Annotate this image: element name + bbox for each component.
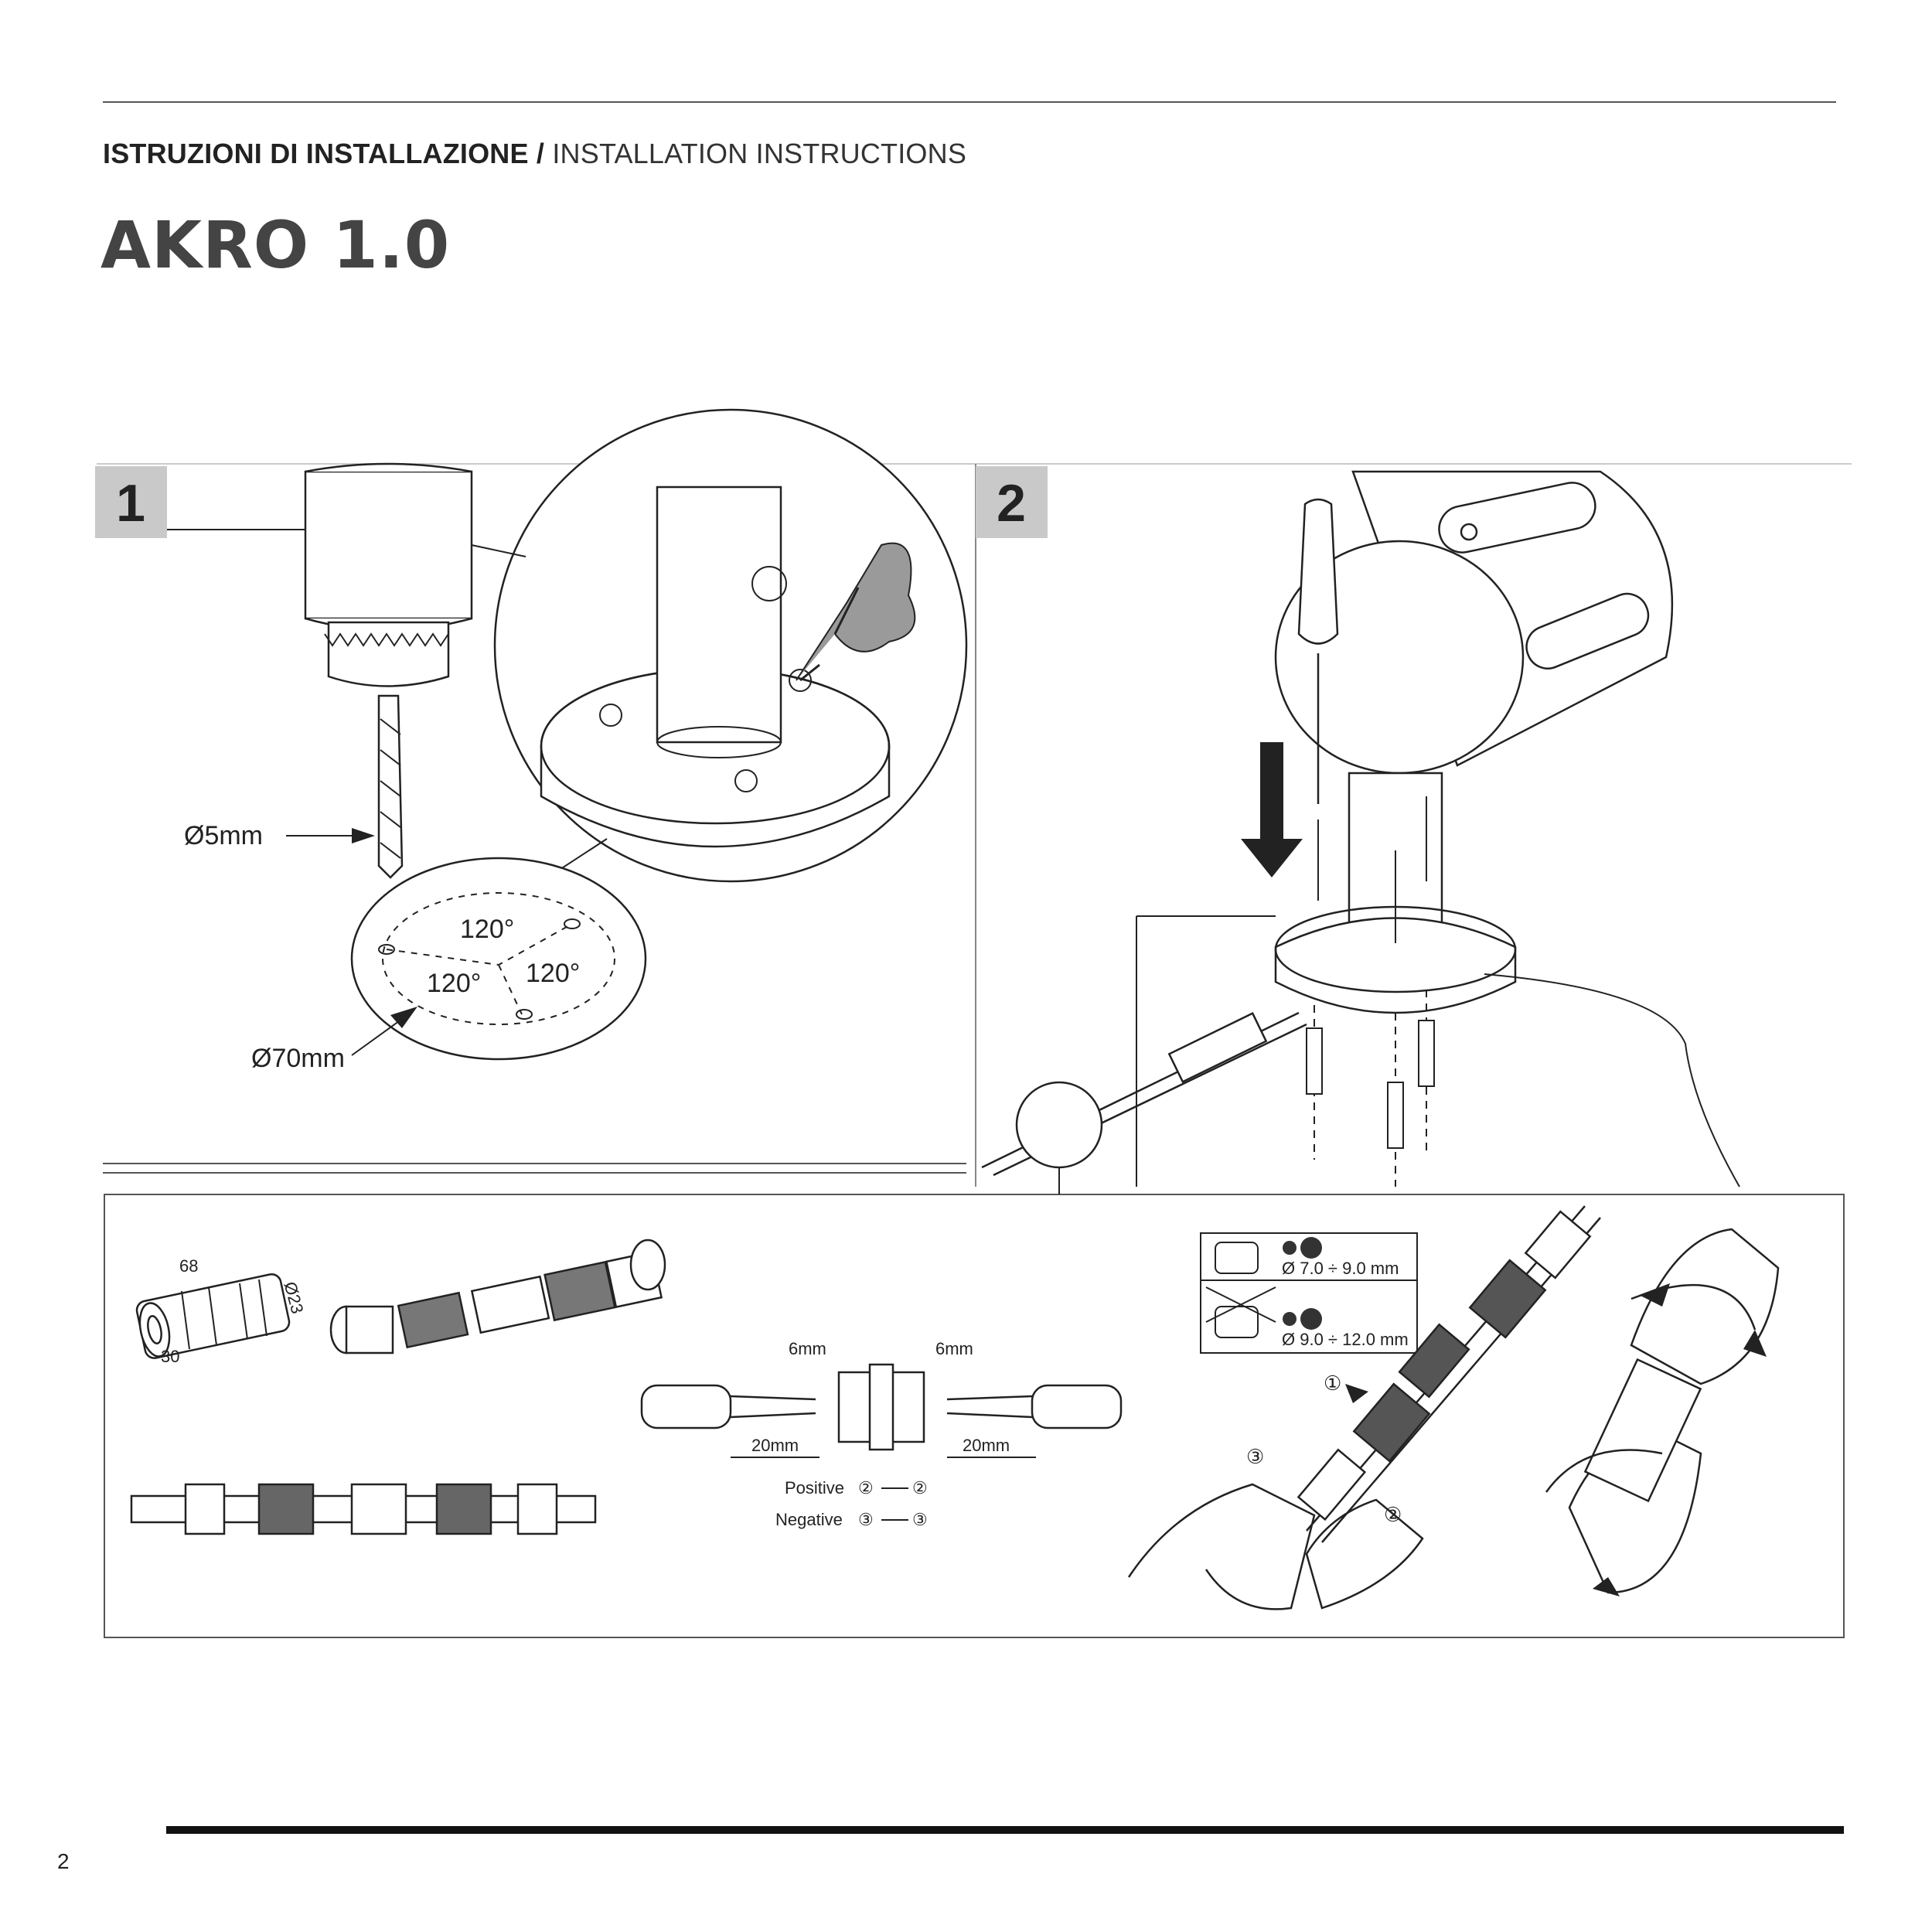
connector-assembly-hands — [1127, 1205, 1780, 1610]
bottom-rule — [166, 1826, 1844, 1834]
connector-inline — [130, 1483, 597, 1535]
cable-range-ok: Ø 7.0 ÷ 9.0 mm — [1282, 1259, 1399, 1278]
step-1-panel: 1 Ø5mm — [95, 408, 968, 1073]
connector-assembled — [135, 1273, 291, 1359]
step-mark-1: ① — [1324, 1371, 1341, 1395]
strip-short-right-label: 6mm — [935, 1339, 973, 1358]
angle-label-1: 120° — [460, 915, 514, 944]
positive-label: Positive — [785, 1478, 844, 1498]
wire-strip-detail — [640, 1363, 1123, 1451]
positive-pin-b: ② — [912, 1478, 928, 1498]
angle-label-2: 120° — [427, 969, 481, 998]
positive-pin-a: ② — [858, 1478, 874, 1498]
base-plate-drawing — [350, 857, 647, 1061]
page-subtitle: ISTRUZIONI DI INSTALLAZIONE / INSTALLATI… — [103, 138, 966, 170]
step-1-badge — [95, 466, 167, 538]
step-2-panel: 2 — [976, 466, 1740, 1194]
step-2-number: 2 — [997, 474, 1026, 533]
connector-exploded — [329, 1239, 666, 1354]
page-title: AKRO 1.0 — [101, 207, 451, 283]
negative-pin-a: ③ — [858, 1510, 874, 1529]
page-number: 2 — [57, 1849, 70, 1873]
strip-short-left-label: 6mm — [789, 1339, 826, 1358]
negative-label: Negative — [775, 1510, 843, 1529]
step-1-number: 1 — [116, 474, 145, 533]
connector-body-label: 30 — [161, 1347, 179, 1366]
strip-long-right-label: 20mm — [963, 1436, 1010, 1455]
connector-panel: 68 Ø23 30 — [130, 1205, 1780, 1610]
step-mark-3: ③ — [1246, 1445, 1264, 1468]
negative-pin-b: ③ — [912, 1510, 928, 1529]
strip-long-left-label: 20mm — [751, 1436, 799, 1455]
drill-icon — [304, 462, 473, 879]
top-rule — [103, 101, 1836, 103]
screwdriver-icon — [1297, 498, 1339, 804]
lamp-head-drawing — [1274, 470, 1674, 775]
step-2-badge — [976, 466, 1048, 538]
subtitle-italian: ISTRUZIONI DI INSTALLAZIONE / — [103, 138, 545, 169]
angle-label-3: 120° — [526, 959, 580, 988]
cable-range-alt: Ø 9.0 ÷ 12.0 mm — [1282, 1330, 1409, 1349]
connector-length-label: 68 — [179, 1256, 198, 1276]
drill-diameter-label: Ø5mm — [184, 821, 263, 850]
step-mark-2: ② — [1384, 1503, 1402, 1526]
plate-diameter-label: Ø70mm — [251, 1044, 345, 1073]
subtitle-english: INSTALLATION INSTRUCTIONS — [544, 138, 967, 169]
